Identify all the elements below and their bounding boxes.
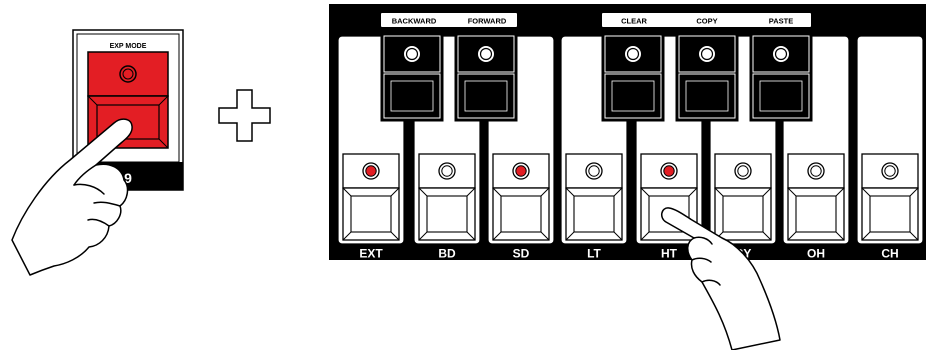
channel-button-ext[interactable] — [342, 153, 400, 241]
led-oh-icon — [810, 165, 822, 177]
step-panel: BACKWARD FORWARD CLEAR COPY PASTE EXT BD S… — [329, 4, 926, 261]
led-ext-icon — [365, 165, 377, 177]
copy-label: COPY — [696, 17, 717, 26]
led-ht-icon — [663, 165, 675, 177]
exp-number-label: 9 — [124, 170, 132, 186]
led-lt-icon — [588, 165, 600, 177]
copy-button[interactable] — [675, 32, 739, 122]
paste-button[interactable] — [749, 32, 813, 122]
led-sd-icon — [515, 165, 527, 177]
channel-label-oh: OH — [807, 247, 825, 261]
left-hand-icon — [11, 118, 133, 276]
channel-button-lt[interactable] — [565, 153, 623, 241]
clear-button[interactable] — [601, 32, 665, 122]
backward-button[interactable] — [380, 32, 444, 122]
channel-button-sd[interactable] — [492, 153, 550, 241]
forward-button[interactable] — [454, 32, 518, 122]
plus-icon — [218, 89, 271, 142]
led-ch-icon — [884, 165, 896, 177]
clear-label: CLEAR — [621, 17, 647, 26]
forward-label: FORWARD — [468, 17, 507, 26]
led-cy-icon — [737, 165, 749, 177]
channel-button-bd[interactable] — [418, 153, 476, 241]
channel-label-ext: EXT — [359, 247, 383, 261]
channel-button-oh[interactable] — [787, 153, 845, 241]
backward-label: BACKWARD — [392, 17, 437, 26]
channel-label-lt: LT — [587, 247, 601, 261]
paste-label: PASTE — [769, 17, 793, 26]
channel-button-ch[interactable] — [861, 153, 919, 241]
group-backward-forward: BACKWARD FORWARD — [381, 13, 517, 27]
channel-button-cy[interactable] — [714, 153, 772, 241]
exp-mode-label: EXP MODE — [110, 43, 147, 50]
led-bd-icon — [441, 165, 453, 177]
channel-label-ht: HT — [661, 247, 678, 261]
upper-buttons — [380, 32, 813, 122]
channel-buttons — [342, 153, 919, 241]
channel-label-bd: BD — [438, 247, 456, 261]
channel-label-ch: CH — [881, 247, 898, 261]
channel-label-sd: SD — [513, 247, 530, 261]
right-hand-icon — [661, 207, 781, 350]
group-clear-copy-paste: CLEAR COPY PASTE — [602, 13, 811, 27]
